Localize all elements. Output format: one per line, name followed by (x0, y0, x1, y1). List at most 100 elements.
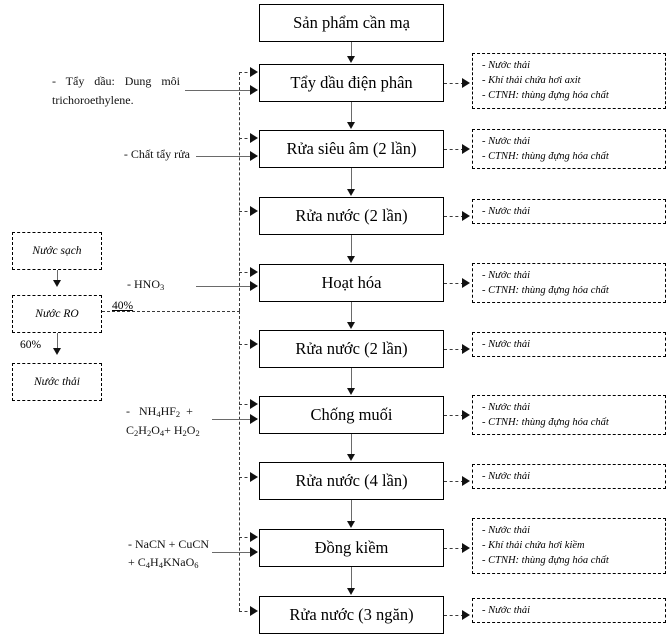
water-box-nuoc-thai[interactable]: Nước thải (12, 363, 102, 401)
waste-connector-3 (444, 216, 464, 217)
water-arrow-ro-waste (53, 348, 61, 355)
process-box-label: Sản phẩm cần mạ (293, 12, 410, 32)
connector-7-8 (351, 434, 352, 455)
process-box-label: Tẩy dầu điện phân (290, 72, 413, 92)
water-box-nuoc-ro[interactable]: Nước RO (12, 295, 102, 333)
waste-line: - Nước thải (482, 402, 531, 413)
connector-8-9 (351, 500, 352, 522)
connector-9-10 (351, 567, 352, 589)
process-box-rua-nuoc-4-lan[interactable]: Rửa nước (4 lần) (259, 462, 444, 500)
waste-arrow-5 (462, 344, 470, 354)
annotation-hno3-text: - HNO (127, 277, 160, 291)
connector-5-6 (351, 302, 352, 323)
chem-arrow-copper (250, 547, 258, 557)
waste-arrow-1 (462, 78, 470, 88)
waste-line: - Nước thải (482, 136, 531, 147)
water-box-label: Nước thải (34, 376, 80, 388)
ro-arrow-5 (250, 339, 258, 349)
process-box-rua-nuoc-2-lan-a[interactable]: Rửa nước (2 lần) (259, 197, 444, 235)
process-box-label: Đồng kiềm (314, 537, 389, 557)
waste-arrow-7 (462, 476, 470, 486)
arrow-down-2-3 (347, 122, 355, 129)
chem-arrow-degrease (250, 85, 258, 95)
ro-branch-7 (239, 477, 253, 478)
waste-output-box-dong-kiem: - Nước thải - Khí thải chứa hơi kiềm - C… (472, 518, 666, 574)
arrow-down-3-4 (347, 189, 355, 196)
chem-arrow-antisalt (250, 414, 258, 424)
arrow-down-6-7 (347, 388, 355, 395)
waste-connector-5 (444, 349, 464, 350)
annotation-degreasing-agent: - Tẩy dầu: Dung môi trichoroethylene. (52, 74, 180, 107)
antisalt-line-2: C2H2O4+ H2O2 (126, 422, 200, 438)
waste-arrow-8 (462, 543, 470, 553)
process-box-rua-nuoc-2-lan-b[interactable]: Rửa nước (2 lần) (259, 330, 444, 368)
waste-output-box-tay-dau: - Nước thải - Khí thải chứa hơi axit - C… (472, 53, 666, 109)
waste-line: - CTNH: thùng đựng hóa chất (482, 555, 609, 567)
water-box-label: Nước RO (35, 308, 79, 320)
process-box-dong-kiem[interactable]: Đồng kiềm (259, 529, 444, 567)
process-box-label: Rửa siêu âm (2 lần) (286, 138, 417, 158)
process-box-rua-sieu-am[interactable]: Rửa siêu âm (2 lần) (259, 130, 444, 168)
ro-arrow-3 (250, 206, 258, 216)
process-box-label: Rửa nước (3 ngăn) (289, 604, 414, 624)
process-box-hoat-hoa[interactable]: Hoạt hóa (259, 264, 444, 302)
ro-arrow-2 (250, 133, 258, 143)
chem-connector-antisalt (212, 419, 257, 420)
ro-trunk-lower (239, 311, 240, 611)
process-box-chong-muoi[interactable]: Chống muối (259, 396, 444, 434)
arrow-down-1-2 (347, 56, 355, 63)
process-box-label: Rửa nước (2 lần) (295, 205, 408, 225)
waste-arrow-6 (462, 410, 470, 420)
copper-line-2: + C4H4KNaO6 (128, 555, 199, 570)
ro-branch-8 (239, 537, 253, 538)
annotation-hno3: - HNO3 (127, 275, 164, 294)
waste-connector-4 (444, 283, 464, 284)
waste-line: - CTNH: thùng đựng hóa chất (482, 90, 609, 102)
waste-line: - CTNH: thùng đựng hóa chất (482, 285, 609, 297)
waste-line: - Nước thải (482, 339, 531, 350)
chem-connector-copper (212, 552, 257, 553)
waste-output-box-rua-nuoc-4-lan: - Nước thải (472, 464, 666, 490)
waste-output-box-hoat-hoa: - Nước thải - CTNH: thùng đựng hóa chất (472, 263, 666, 304)
process-box-label: Rửa nước (2 lần) (295, 338, 408, 358)
arrow-down-7-8 (347, 454, 355, 461)
arrow-down-9-10 (347, 588, 355, 595)
water-connector-ro-waste (57, 333, 58, 349)
waste-connector-6 (444, 415, 464, 416)
waste-output-box-rua-sieu-am: - Nước thải - CTNH: thùng đựng hóa chất (472, 129, 666, 170)
water-arrow-clean-ro (53, 280, 61, 287)
ro-branch-6 (239, 404, 253, 405)
ro-branch-3 (239, 211, 253, 212)
annotation-copper-bath: - NaCN + CuCN + C4H4KNaO6 (128, 535, 228, 572)
ro-branch-9 (239, 611, 253, 612)
ro-split-40-label: 40% (112, 300, 134, 312)
process-box-label: Chống muối (310, 404, 393, 424)
process-box-label: Rửa nước (4 lần) (295, 470, 408, 490)
chem-arrow-hno3 (250, 281, 258, 291)
waste-arrow-4 (462, 278, 470, 288)
process-box-rua-nuoc-3-ngan[interactable]: Rửa nước (3 ngăn) (259, 596, 444, 634)
waste-line: - Khí thải chứa hơi kiềm (482, 540, 585, 552)
ro-arrow-4 (250, 267, 258, 277)
waste-line: - Nước thải (482, 270, 531, 281)
arrow-down-5-6 (347, 322, 355, 329)
water-box-nuoc-sach[interactable]: Nước sạch (12, 232, 102, 270)
waste-output-box-rua-nuoc-3-ngan: - Nước thải (472, 598, 666, 624)
waste-output-box-rua-nuoc-a: - Nước thải (472, 199, 666, 225)
chem-connector-hno3 (196, 286, 257, 287)
chem-connector-degrease (185, 90, 257, 91)
waste-line: - CTNH: thùng đựng hóa chất (482, 151, 609, 163)
waste-connector-1 (444, 83, 464, 84)
process-box-label: Hoạt hóa (321, 272, 382, 292)
connector-2-3 (351, 102, 352, 123)
waste-arrow-9 (462, 610, 470, 620)
ro-split-60-label: 60% (20, 339, 42, 351)
waste-line: - Nước thải (482, 525, 531, 536)
chem-connector-detergent (196, 156, 257, 157)
process-box-san-pham-can-ma[interactable]: Sản phẩm cần mạ (259, 4, 444, 42)
annotation-hno3-subscript: 3 (160, 281, 165, 292)
waste-arrow-3 (462, 211, 470, 221)
process-box-tay-dau-dien-phan[interactable]: Tẩy dầu điện phân (259, 64, 444, 102)
connector-3-4 (351, 168, 352, 190)
